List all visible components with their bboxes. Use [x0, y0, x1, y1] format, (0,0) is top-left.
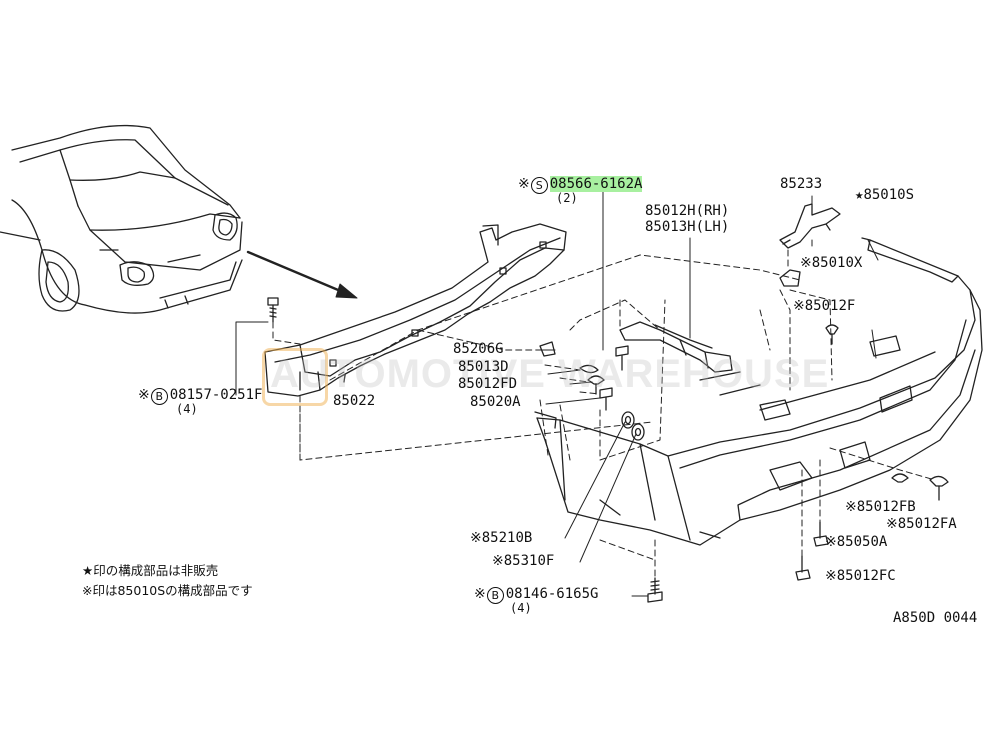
qty-08566: (2) — [556, 191, 578, 205]
part-number: 85012FA — [897, 516, 957, 532]
bolt-85020A — [599, 387, 613, 411]
callout-85012FA[interactable]: ※85012FA — [886, 516, 957, 532]
part-number: 85050A — [836, 534, 888, 550]
watermark: AUTOMOTIVE WAREHOUSE — [270, 352, 830, 396]
part-number-highlighted: 08566-6162A — [549, 176, 643, 192]
fastener-85206G — [539, 341, 556, 357]
bolt-08566 — [615, 345, 629, 371]
callout-85012FB[interactable]: ※85012FB — [845, 499, 916, 515]
clip-85010X — [779, 269, 801, 287]
callout-85310F[interactable]: ※85310F — [492, 553, 554, 569]
standard-part-symbol: B — [486, 587, 504, 604]
standard-part-symbol: B — [150, 388, 168, 405]
bolt-08146 — [647, 577, 663, 603]
callout-prefix: ※ — [825, 568, 837, 584]
callout-85206G[interactable]: 85206G — [453, 341, 504, 357]
callout-85010X[interactable]: ※85010X — [800, 255, 862, 271]
bolt-08157 — [267, 297, 279, 323]
rivet-85012FB — [891, 473, 909, 483]
clip-85013D — [579, 364, 599, 374]
part-number: 08157-0251F — [169, 387, 263, 403]
side-bracket-85012H-85013H — [619, 321, 733, 373]
callout-prefix: ※ — [800, 255, 812, 271]
qty-08157: (4) — [176, 402, 198, 416]
spacer-85210B — [621, 411, 635, 429]
callout-85012FC[interactable]: ※85012FC — [825, 568, 896, 584]
car-rear-illustration — [0, 124, 243, 314]
part-number: 85012FC — [836, 568, 896, 584]
part-number: 85310F — [503, 553, 555, 569]
part-number: 85210B — [481, 530, 533, 546]
callout-85020A[interactable]: 85020A — [470, 394, 521, 410]
callout-85012H[interactable]: 85012H(RH) — [645, 203, 730, 219]
pin-85012F — [825, 324, 839, 345]
callout-85022[interactable]: 85022 — [333, 393, 376, 409]
watermark-frame — [262, 348, 328, 406]
rivet-85012FD — [587, 375, 605, 395]
part-number: 08146-6165G — [505, 586, 599, 602]
bracket-85233 — [779, 203, 841, 249]
callout-prefix: ※ — [138, 387, 150, 403]
rear-bumper-fascia — [534, 237, 983, 546]
callout-85013H[interactable]: 85013H(LH) — [645, 219, 730, 235]
screw-85050A — [813, 521, 829, 547]
callout-prefix: ※ — [825, 534, 837, 550]
screw-85012FC — [795, 555, 811, 581]
part-number: 85012FB — [856, 499, 916, 515]
direction-arrow — [246, 250, 358, 299]
callout-85012FD[interactable]: 85012FD — [458, 376, 518, 392]
rivet-85012FA — [929, 475, 949, 501]
callout-85012F[interactable]: ※85012F — [793, 298, 855, 314]
part-number: 85010S — [863, 187, 915, 203]
callout-prefix: ★ — [855, 187, 864, 203]
diagram-code: A850D 0044 — [893, 610, 978, 626]
callout-85210B[interactable]: ※85210B — [470, 530, 532, 546]
callout-85050A[interactable]: ※85050A — [825, 534, 887, 550]
note-not-sold: ★印の構成部品は非販売 — [82, 563, 219, 578]
callout-prefix: ※ — [474, 586, 486, 602]
callout-85233[interactable]: 85233 — [780, 176, 823, 192]
standard-part-symbol: S — [530, 177, 548, 194]
callout-prefix: ※ — [470, 530, 482, 546]
callout-prefix: ※ — [886, 516, 898, 532]
part-number: 85010X — [811, 255, 863, 271]
spacer-85310F — [631, 423, 645, 441]
assembly-dashed-lines — [272, 239, 936, 579]
callout-85013D[interactable]: 85013D — [458, 359, 509, 375]
qty-08146: (4) — [510, 601, 532, 615]
part-number: 85012F — [804, 298, 856, 314]
callout-prefix: ※ — [793, 298, 805, 314]
note-component-of-85010S: ※印は85010Sの構成部品です — [82, 583, 253, 598]
callout-prefix: ※ — [845, 499, 857, 515]
callout-prefix: ※ — [492, 553, 504, 569]
leader-lines — [235, 191, 879, 597]
callout-prefix: ※ — [518, 176, 530, 192]
callout-85010S[interactable]: ★85010S — [855, 187, 914, 203]
